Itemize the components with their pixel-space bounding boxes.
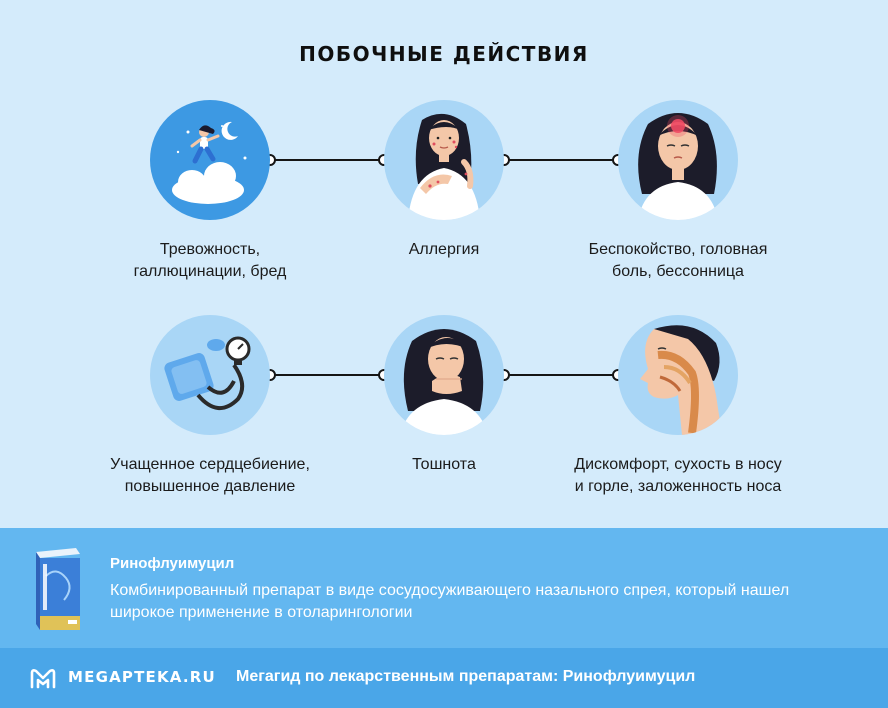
- side-effect-label-anxiety: Тревожность, галлюцинации, бред: [133, 241, 287, 280]
- connector-line: [270, 374, 384, 376]
- nausea-woman-icon: [400, 329, 488, 435]
- dreaming-woman-icon: [172, 121, 247, 204]
- connector-line: [270, 159, 384, 161]
- drug-info-panel: Ринофлуимуцил Комбинированный препарат в…: [0, 528, 888, 648]
- drug-name: Ринофлуимуцил: [110, 555, 235, 572]
- side-effect-illustration-headache: [618, 100, 738, 220]
- megapteka-logo-icon: [30, 669, 56, 689]
- side-effect-illustration-blood-pressure: [150, 315, 270, 435]
- nasal-anatomy-icon: [640, 325, 722, 435]
- footer-caption: Мегагид по лекарственным препаратам: Рин…: [236, 668, 696, 685]
- side-effect-label-nasal-discomfort: Дискомфорт, сухость в носу и горле, зало…: [574, 456, 782, 495]
- logo-text[interactable]: MEGAPTEKA.RU: [68, 668, 216, 686]
- side-effect-label-blood-pressure: Учащенное сердцебиение, повышенное давле…: [110, 456, 310, 495]
- side-effect-illustration-allergy: [384, 100, 504, 220]
- connector-line: [504, 374, 618, 376]
- side-effect-label-allergy: Аллергия: [408, 241, 480, 258]
- side-effect-illustration-nausea: [384, 315, 504, 435]
- footer-bar: MEGAPTEKA.RU Мегагид по лекарственным пр…: [0, 648, 888, 708]
- blood-pressure-monitor-icon: [164, 336, 251, 410]
- side-effect-illustration-anxiety: [150, 100, 270, 220]
- allergy-woman-icon: [408, 113, 480, 220]
- page-title: ПОБОЧНЫЕ ДЕЙСТВИЯ: [299, 42, 589, 66]
- connector-line: [504, 159, 618, 161]
- drug-description: Комбинированный препарат в виде сосудосу…: [110, 582, 790, 621]
- side-effect-label-headache: Беспокойство, головная боль, бессонница: [588, 241, 768, 280]
- side-effect-illustration-nasal-discomfort: [618, 315, 738, 435]
- drug-package-icon: [36, 548, 80, 630]
- headache-woman-icon: [638, 113, 718, 220]
- side-effect-label-nausea: Тошнота: [412, 456, 476, 473]
